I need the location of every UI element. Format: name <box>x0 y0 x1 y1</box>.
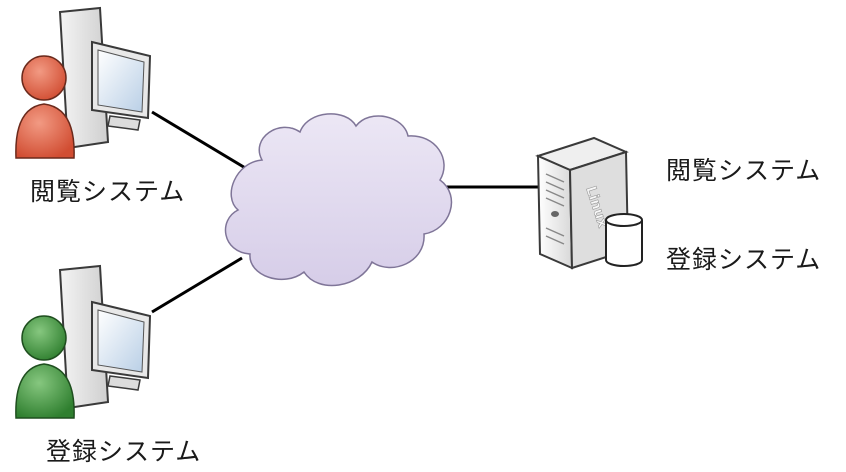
registrant-client-icon <box>15 264 152 419</box>
viewer-person-icon <box>15 55 75 159</box>
workstation-icon <box>58 264 152 410</box>
viewer-client-icon <box>15 6 152 159</box>
link-bottom-client <box>151 256 243 314</box>
link-top-client <box>151 110 253 174</box>
server-icon: Linux <box>535 136 630 270</box>
registrant-person-icon <box>15 315 75 419</box>
registrant-client-label: 登録システム <box>46 437 202 466</box>
workstation-icon <box>58 6 152 150</box>
server-system-label-registrant: 登録システム <box>666 245 822 274</box>
server-system-label-viewer: 閲覧システム <box>666 156 822 185</box>
database-icon <box>605 213 643 267</box>
viewer-client-label: 閲覧システム <box>30 177 186 206</box>
cloud-icon <box>224 113 453 287</box>
